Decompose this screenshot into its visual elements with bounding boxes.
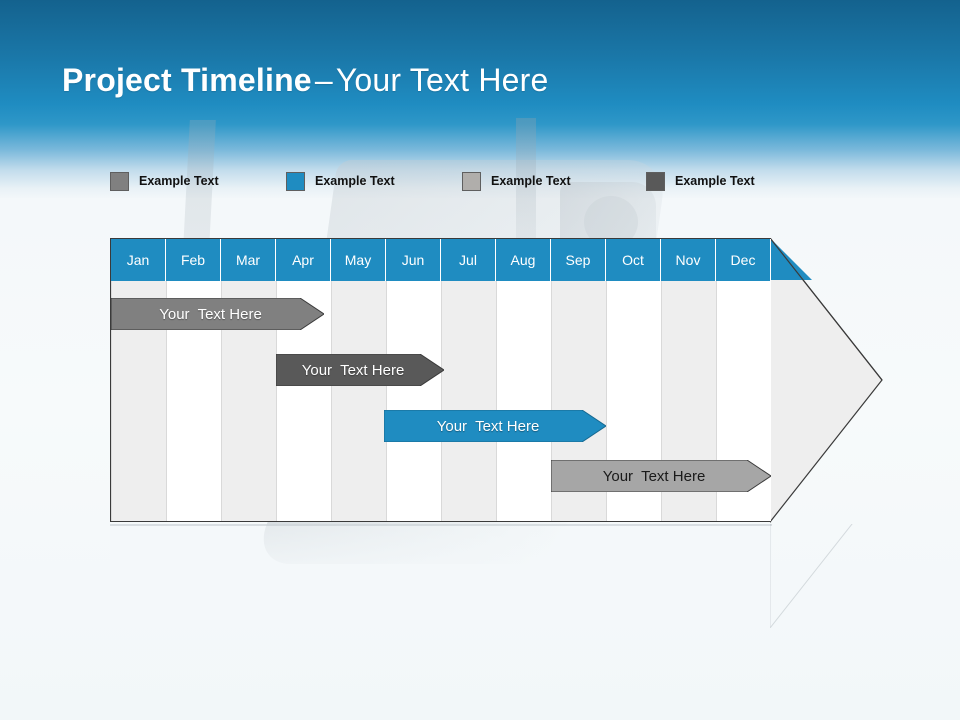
timeline-column-mar: Mar bbox=[221, 239, 276, 521]
bar-label: Your Text Here bbox=[301, 361, 405, 379]
legend-item-label: Example Text bbox=[491, 174, 571, 188]
page-title-strong: Project Timeline bbox=[62, 62, 312, 98]
month-header-dec[interactable]: Dec bbox=[716, 239, 771, 281]
timeline-column-jan: Jan bbox=[111, 239, 166, 521]
arrow-head-shape bbox=[769, 236, 883, 524]
bar-shape bbox=[110, 297, 325, 331]
page-title: Project Timeline–Your Text Here bbox=[62, 58, 549, 102]
timeline-column-jul: Jul bbox=[441, 239, 496, 521]
reflection-arrow-head bbox=[769, 484, 884, 630]
column-separator bbox=[166, 281, 167, 521]
bar-shape bbox=[383, 409, 607, 443]
page-title-light: Your Text Here bbox=[335, 62, 549, 98]
column-separator bbox=[661, 281, 662, 521]
month-header-apr[interactable]: Apr bbox=[276, 239, 331, 281]
bar-label: Your Text Here bbox=[436, 417, 540, 435]
column-separator bbox=[716, 281, 717, 521]
legend-swatch-icon bbox=[646, 171, 665, 191]
month-header-may[interactable]: May bbox=[331, 239, 386, 281]
legend-item-3[interactable]: Example Text bbox=[462, 170, 571, 192]
column-separator bbox=[221, 281, 222, 521]
month-header-feb[interactable]: Feb bbox=[166, 239, 221, 281]
timeline-bar-1[interactable]: Your Text Here bbox=[110, 297, 325, 331]
timeline-bar-4[interactable]: Your Text Here bbox=[550, 459, 772, 493]
reflection-arrow-shape bbox=[769, 484, 884, 630]
bar-arrow-shape bbox=[383, 409, 607, 443]
bar-shape bbox=[550, 459, 772, 493]
bar-arrow-shape bbox=[550, 459, 772, 493]
legend-item-2[interactable]: Example Text bbox=[286, 170, 395, 192]
legend-item-label: Example Text bbox=[139, 174, 219, 188]
legend-item-4[interactable]: Example Text bbox=[646, 170, 755, 192]
legend-swatch-icon bbox=[110, 171, 129, 191]
month-header-aug[interactable]: Aug bbox=[496, 239, 551, 281]
bar-arrow-shape bbox=[110, 297, 325, 331]
bar-shape bbox=[275, 353, 445, 387]
header-gradient-band bbox=[0, 0, 960, 200]
legend-swatch-icon bbox=[286, 171, 305, 191]
page-title-dash: – bbox=[314, 62, 333, 98]
month-header-jun[interactable]: Jun bbox=[386, 239, 441, 281]
month-header-oct[interactable]: Oct bbox=[606, 239, 661, 281]
timeline-column-feb: Feb bbox=[166, 239, 221, 521]
legend-item-1[interactable]: Example Text bbox=[110, 170, 219, 192]
timeline-column-aug: Aug bbox=[496, 239, 551, 521]
month-header-jul[interactable]: Jul bbox=[441, 239, 496, 281]
column-separator bbox=[441, 281, 442, 521]
bar-arrow-shape bbox=[275, 353, 445, 387]
month-header-mar[interactable]: Mar bbox=[221, 239, 276, 281]
column-separator bbox=[276, 281, 277, 521]
timeline-bar-2[interactable]: Your Text Here bbox=[275, 353, 445, 387]
bar-label: Your Text Here bbox=[159, 305, 262, 323]
month-header-sep[interactable]: Sep bbox=[551, 239, 606, 281]
reflection-edge bbox=[110, 524, 772, 526]
column-separator bbox=[606, 281, 607, 521]
month-header-nov[interactable]: Nov bbox=[661, 239, 716, 281]
legend-swatch-icon bbox=[462, 171, 481, 191]
watermark-pole-2-icon bbox=[516, 118, 536, 268]
timeline-arrow-head bbox=[769, 236, 883, 524]
bar-label: Your Text Here bbox=[602, 467, 706, 485]
column-separator bbox=[386, 281, 387, 521]
column-separator bbox=[496, 281, 497, 521]
column-separator bbox=[551, 281, 552, 521]
timeline-bar-3[interactable]: Your Text Here bbox=[383, 409, 607, 443]
legend-item-label: Example Text bbox=[315, 174, 395, 188]
column-separator bbox=[111, 281, 112, 521]
column-separator bbox=[331, 281, 332, 521]
month-header-jan[interactable]: Jan bbox=[111, 239, 166, 281]
legend-item-label: Example Text bbox=[675, 174, 755, 188]
